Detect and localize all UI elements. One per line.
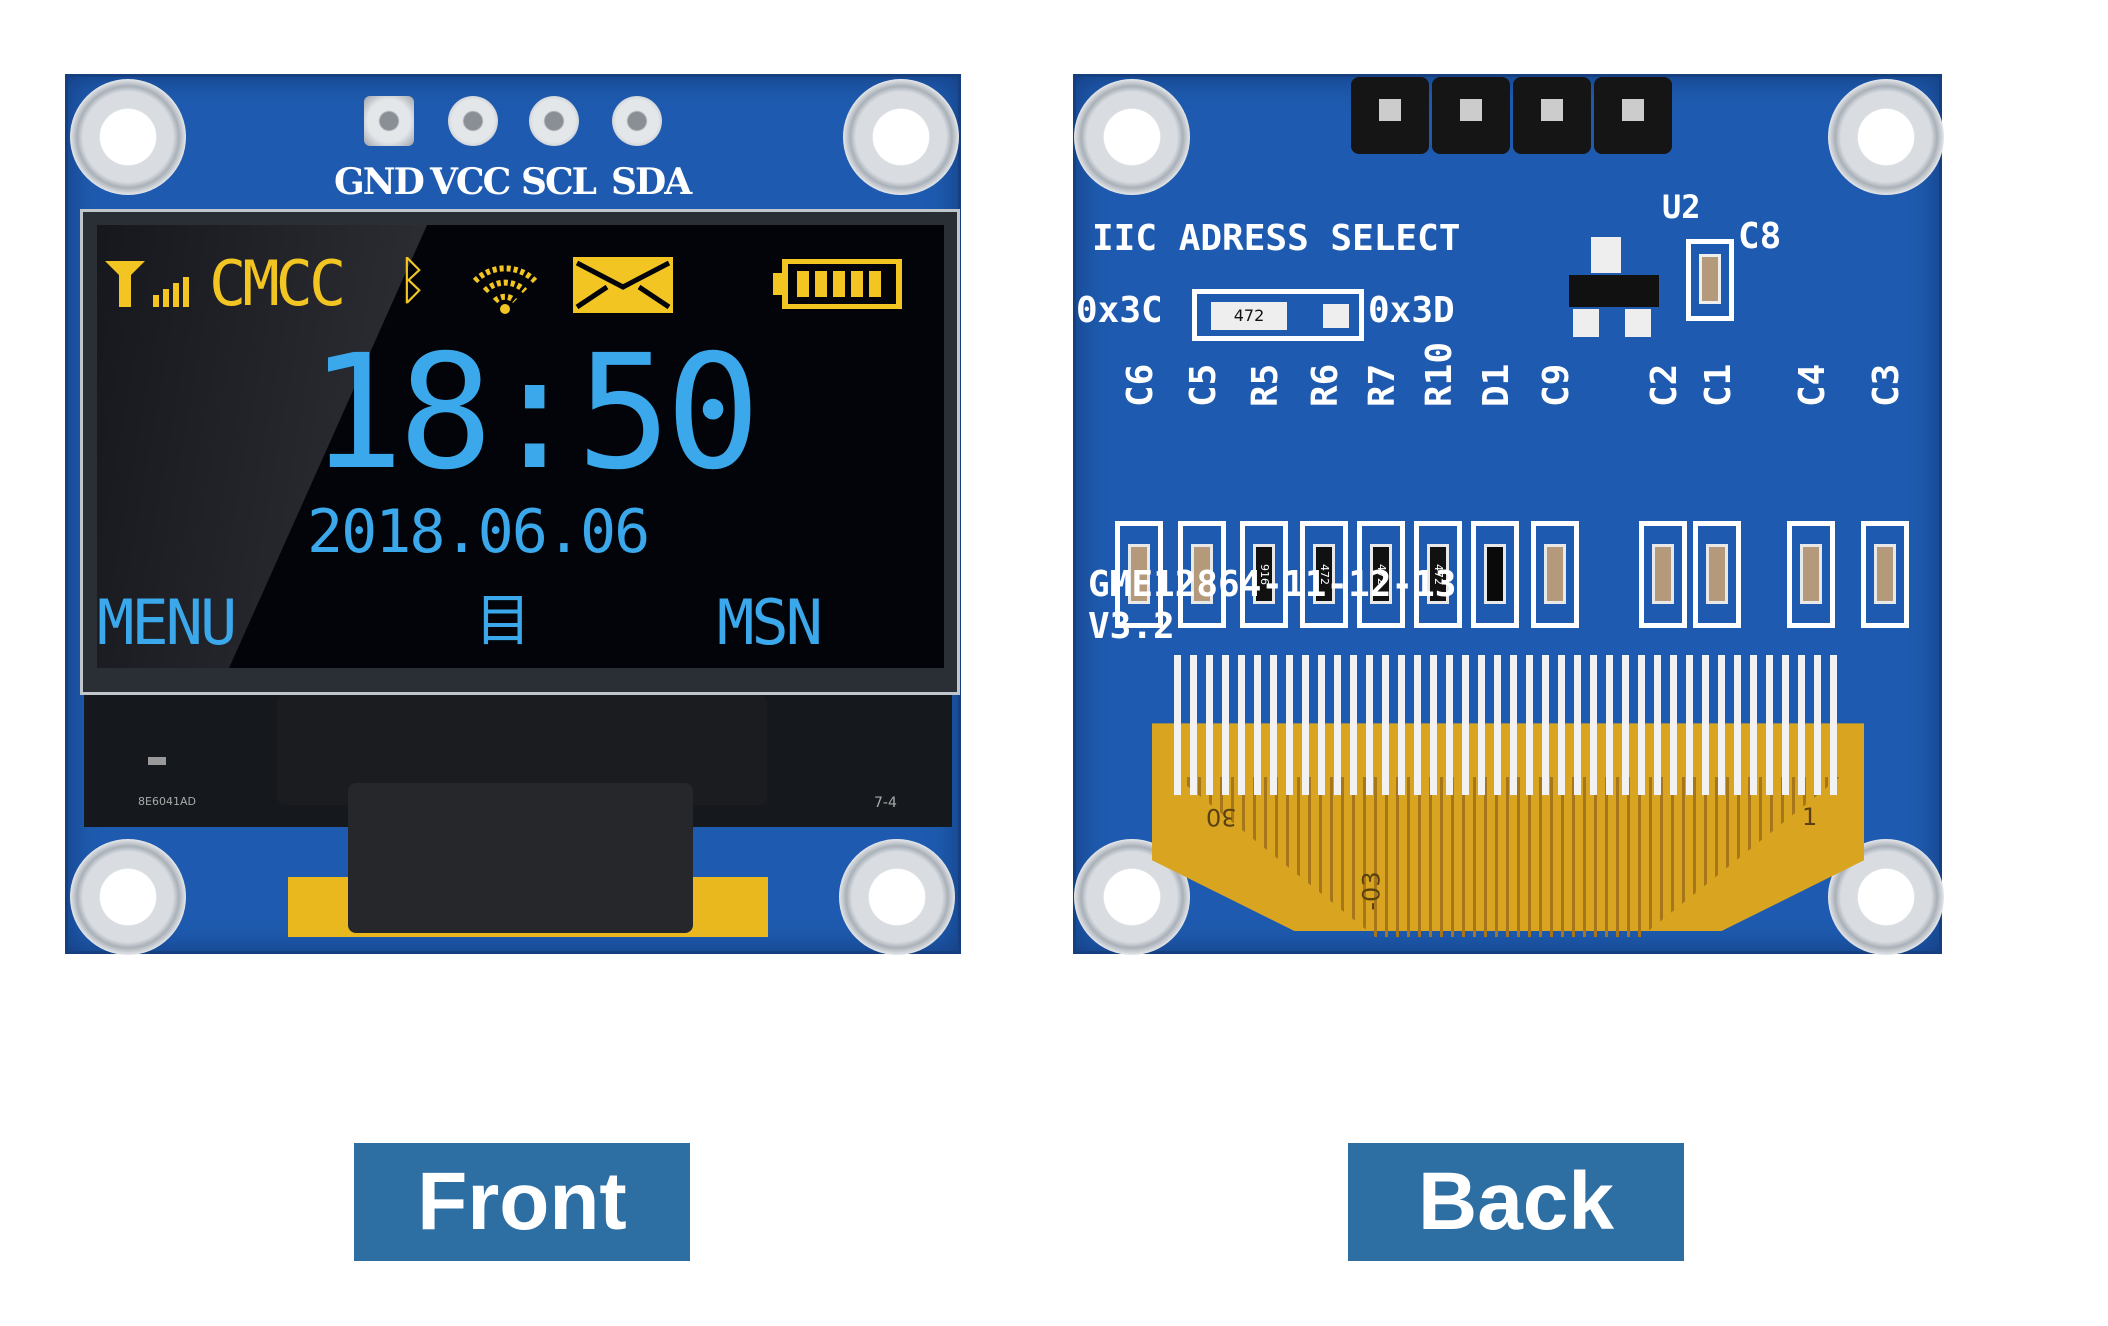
- flex-ribbon-lower: [348, 783, 693, 933]
- pin-gnd: [364, 96, 414, 146]
- pin-label-vcc: VCC: [430, 161, 511, 203]
- capacitor-c8: [1686, 239, 1734, 321]
- front-caption: Front: [354, 1143, 690, 1261]
- pin-label-gnd: GND: [334, 161, 425, 203]
- iic-address-title: IIC ADRESS SELECT: [1092, 218, 1461, 259]
- component-label: C2: [1644, 363, 1685, 407]
- mail-icon: [573, 257, 673, 313]
- mounting-hole: [70, 79, 186, 195]
- address-0x3d: 0x3D: [1368, 290, 1455, 331]
- menu-soft-key: MENU: [97, 586, 237, 659]
- pin-label-sda: SDA: [611, 161, 692, 203]
- u2-label: U2: [1662, 188, 1701, 226]
- part-code: 8E6041AD: [138, 795, 196, 808]
- resistor-r6: 472: [1300, 521, 1348, 628]
- oled-screen: CMCC ᛒ 18:50 2018.06.06 MENU 目 MSN: [97, 225, 944, 668]
- flex-pins: [1174, 655, 1842, 795]
- resistor-r7: 472: [1357, 521, 1405, 628]
- fpc-pin-1: 1: [1802, 803, 1818, 831]
- version-label: V3.2: [1088, 606, 1175, 647]
- bluetooth-icon: ᛒ: [397, 251, 429, 311]
- fpc-pin-30: 30: [1206, 803, 1237, 831]
- carrier-label: CMCC: [209, 247, 346, 320]
- msn-soft-key: MSN: [717, 586, 823, 659]
- mounting-hole: [1828, 79, 1944, 195]
- capacitor-c5: [1178, 521, 1226, 628]
- capacitor-c6: [1115, 521, 1163, 628]
- address-resistor-marking: 472: [1211, 302, 1287, 330]
- component-label: R7: [1362, 363, 1403, 407]
- resistor-marking: 472: [1427, 544, 1449, 604]
- pin-label-scl: SCL: [521, 161, 597, 203]
- resistor-marking: 916: [1253, 544, 1275, 604]
- clock-time: 18:50: [309, 321, 761, 505]
- mounting-hole: [843, 79, 959, 195]
- mounting-hole: [839, 839, 955, 955]
- front-board: CMCC ᛒ 18:50 2018.06.06 MENU 目 MSN 8E604…: [65, 74, 961, 955]
- diode-d1: [1471, 521, 1519, 628]
- clock-date: 2018.06.06: [307, 497, 650, 567]
- component-label: C4: [1792, 363, 1833, 407]
- capacitor-c4: [1787, 521, 1835, 628]
- component-label: C6: [1120, 363, 1161, 407]
- component-label: D1: [1476, 363, 1517, 407]
- center-glyph: 目: [475, 589, 531, 654]
- back-board: IIC ADRESS SELECT 0x3C 472 0x3D U2 C8 C6…: [1073, 74, 1944, 955]
- pin-vcc: [448, 96, 498, 146]
- regulator-u2: [1569, 237, 1659, 337]
- capacitor-c3: [1861, 521, 1909, 628]
- resistor-marking: 472: [1370, 544, 1392, 604]
- back-caption: Back: [1348, 1143, 1684, 1261]
- component-label: C1: [1698, 363, 1739, 407]
- pin-scl: [529, 96, 579, 146]
- battery-icon: [773, 259, 902, 309]
- component-label: R5: [1245, 363, 1286, 407]
- capacitor-c2: [1639, 521, 1687, 628]
- component-label: R10: [1419, 341, 1460, 407]
- component-label: C3: [1866, 363, 1907, 407]
- address-0x3c: 0x3C: [1076, 290, 1163, 331]
- component-label: C9: [1536, 363, 1577, 407]
- resistor-r5: 916: [1240, 521, 1288, 628]
- mounting-hole: [70, 839, 186, 955]
- fpc-code: -03: [1357, 871, 1386, 911]
- pin-sda: [612, 96, 662, 146]
- component-label: R6: [1305, 363, 1346, 407]
- mounting-hole: [1074, 79, 1190, 195]
- signal-icon: [105, 261, 189, 307]
- component-label: C5: [1183, 363, 1224, 407]
- part-mark: 7-4: [874, 795, 897, 811]
- c8-label: C8: [1738, 216, 1782, 257]
- model-number: GME12864-11-12-13: [1088, 564, 1457, 605]
- resistor-r10: 472: [1414, 521, 1462, 628]
- resistor-marking: 472: [1313, 544, 1335, 604]
- capacitor-c9: [1531, 521, 1579, 628]
- address-select-pads: 472: [1192, 289, 1364, 341]
- capacitor-c1: [1693, 521, 1741, 628]
- wifi-icon: [472, 265, 538, 314]
